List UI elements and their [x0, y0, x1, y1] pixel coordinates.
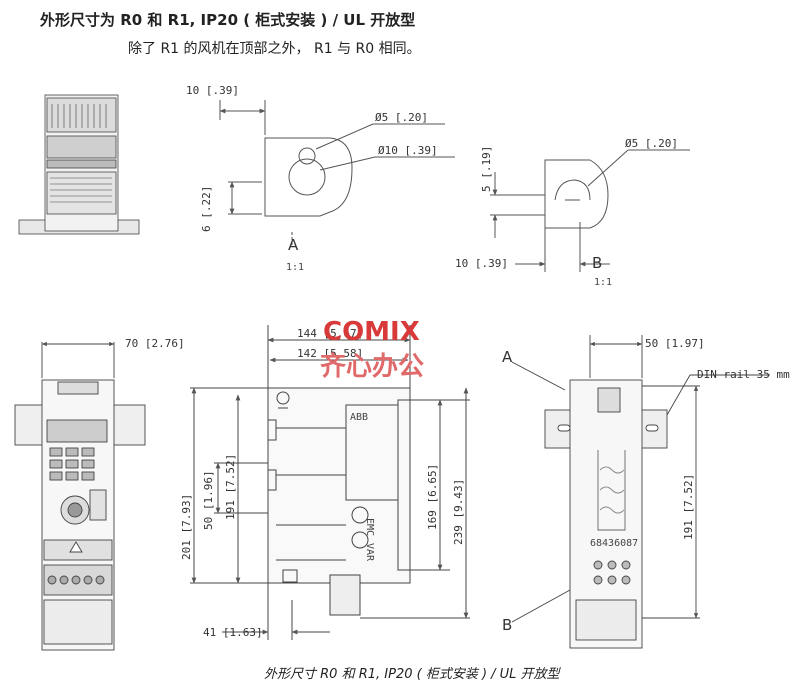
back-view-label-b: B [502, 616, 512, 634]
detail-a-label: A [288, 236, 299, 254]
detail-b-width-dim: 10 [.39] [455, 257, 508, 270]
front-view-width-dim: 70 [2.76] [125, 337, 185, 350]
din-rail-label: DIN rail 35 mm [697, 368, 790, 381]
detail-b-label: B [592, 254, 602, 272]
detail-a-drawing [219, 100, 455, 246]
side-view-169-dim: 169 [6.65] [426, 464, 439, 530]
back-view-label-a: A [502, 348, 513, 366]
side-view-191-dim: 191 [7.52] [224, 454, 237, 520]
watermark-text: 齐心办公 [320, 351, 424, 382]
watermark-brand: COMIX [323, 317, 420, 347]
side-view-144-dim: 144 [5.67] [297, 327, 363, 340]
side-view-142-dim: 142 [5.58] [297, 347, 363, 360]
back-view-plate-code: 68436087 [590, 538, 638, 549]
var-button-label: VAR [364, 543, 375, 562]
side-view-239-dim: 239 [9.43] [452, 479, 465, 545]
side-view-201-dim: 201 [7.93] [180, 494, 193, 560]
detail-b-height-dim: 5 [.19] [480, 146, 493, 192]
detail-a-width-dim: 10 [.39] [186, 84, 239, 97]
detail-b-scale: 1:1 [594, 277, 612, 288]
back-view-width-dim: 50 [1.97] [645, 337, 705, 350]
emc-button-label: EMC [364, 518, 375, 536]
detail-b-drawing [490, 149, 690, 272]
back-view-drawing [511, 335, 770, 649]
detail-a-height-dim: 6 [.22] [200, 186, 213, 232]
front-view-bottom-dim: 41 [1.63] [203, 626, 263, 639]
side-view-50-dim: 50 [1.96] [202, 470, 215, 530]
detail-a-scale: 1:1 [286, 262, 304, 273]
page-title: 外形尺寸为 R0 和 R1, IP20 ( 柜式安装 ) / UL 开放型 [40, 11, 416, 29]
product-thumbnail [18, 94, 140, 235]
detail-b-hole-dim: Ø5 [.20] [625, 137, 678, 150]
detail-a-small-hole-dim: Ø5 [.20] [375, 111, 428, 124]
figure-caption: 外形尺寸 R0 和 R1, IP20 ( 柜式安装 ) / UL 开放型 [264, 667, 560, 682]
back-view-height-dim: 191 [7.52] [682, 474, 695, 540]
side-view-brand: ABB [350, 412, 368, 423]
page-subtitle: 除了 R1 的风机在顶部之外， R1 与 R0 相同。 [128, 41, 421, 57]
side-view-drawing [190, 325, 470, 640]
front-view-drawing [14, 341, 146, 651]
detail-a-large-hole-dim: Ø10 [.39] [378, 144, 438, 157]
